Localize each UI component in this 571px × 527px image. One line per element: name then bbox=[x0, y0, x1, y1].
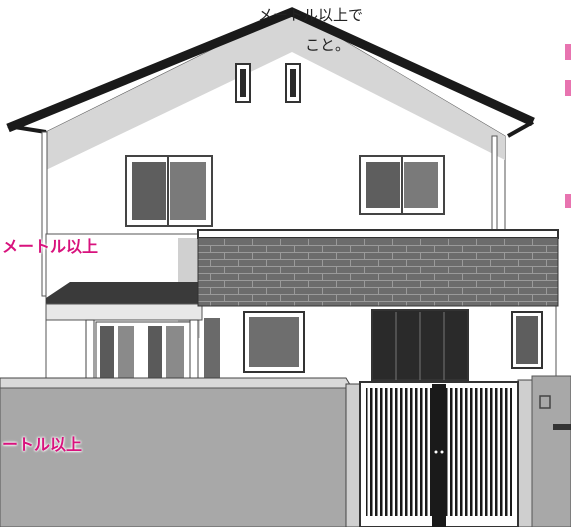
carport-canopy bbox=[46, 282, 200, 306]
front-gate[interactable] bbox=[359, 381, 519, 527]
balcony-brick-wall bbox=[197, 237, 559, 307]
gate-bars-left bbox=[366, 388, 432, 516]
gate-bars-right bbox=[446, 388, 512, 516]
downpipe-right bbox=[491, 135, 498, 233]
attic-vent-left-inner bbox=[240, 69, 246, 97]
gate-center-leaf bbox=[432, 384, 446, 527]
window-pane bbox=[516, 316, 538, 364]
carport-beam bbox=[45, 303, 203, 321]
fence-pillar-left bbox=[345, 383, 361, 527]
glass-door-right bbox=[204, 318, 220, 380]
attic-vent-right-inner bbox=[290, 69, 296, 97]
mailbox bbox=[539, 395, 551, 409]
boundary-wall bbox=[0, 375, 571, 527]
glass-panel bbox=[118, 326, 134, 380]
window-pane bbox=[404, 162, 438, 208]
fence-wall-left bbox=[0, 387, 347, 527]
gate-handle bbox=[440, 450, 444, 454]
intercom bbox=[553, 424, 571, 430]
balcony-rail bbox=[197, 229, 559, 239]
downpipe-left bbox=[41, 131, 48, 297]
pink-marker bbox=[565, 194, 571, 208]
upper-house bbox=[6, 7, 535, 297]
fence-cap bbox=[0, 377, 353, 389]
glass-panel bbox=[166, 326, 184, 380]
carport-post bbox=[189, 319, 199, 381]
glass-panel bbox=[148, 326, 162, 380]
gate-handle bbox=[434, 450, 438, 454]
roof-eave-left bbox=[7, 124, 47, 134]
height-label-upper: メートル以上 bbox=[2, 237, 99, 256]
fence-pillar-right bbox=[517, 379, 533, 527]
roof-edge bbox=[6, 7, 535, 133]
window-pane bbox=[249, 317, 299, 367]
pink-marker bbox=[565, 44, 571, 60]
top-note-line-1: メートル以上で bbox=[258, 6, 364, 24]
pink-marker-group bbox=[565, 44, 571, 208]
pink-marker bbox=[565, 80, 571, 96]
carport-post bbox=[85, 319, 95, 381]
roof-eave-right bbox=[507, 120, 534, 138]
gable-shade bbox=[46, 10, 505, 170]
height-label-lower: ートル以上 bbox=[2, 435, 83, 454]
glass-panel bbox=[100, 326, 114, 380]
fence-wall-right bbox=[531, 375, 571, 527]
window-pane bbox=[170, 162, 206, 220]
window-pane bbox=[366, 162, 400, 208]
top-note-line-2: こと。 bbox=[305, 36, 351, 54]
window-pane bbox=[132, 162, 166, 220]
